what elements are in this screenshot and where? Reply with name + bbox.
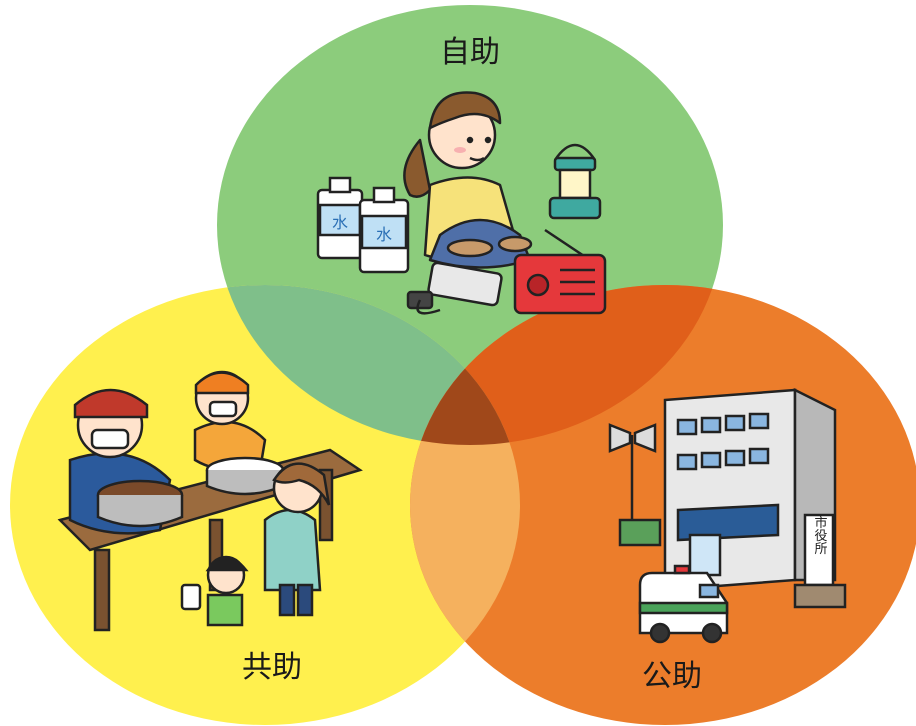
water-bottle-label-1: 水 [332, 213, 348, 232]
loudspeaker-pole [608, 423, 657, 525]
lantern-illustration [548, 143, 602, 220]
label-self-help: 自助 [440, 35, 500, 70]
overlap-self-mutual [217, 285, 520, 445]
ambulance-illustration [638, 564, 729, 644]
water-bottle-1: 水 [316, 176, 364, 260]
radio-illustration [513, 228, 607, 315]
cooking-pot [96, 479, 184, 528]
smartphone-illustration [406, 261, 503, 315]
water-bottle-label-2: 水 [376, 225, 392, 244]
label-mutual-help: 共助 [242, 650, 302, 685]
woman-serving [263, 462, 331, 617]
overlap-self-public [410, 285, 723, 445]
rice-pot [205, 456, 285, 496]
water-bottle-2: 水 [358, 186, 410, 274]
city-hall-sign-label: 市役所 [812, 515, 828, 555]
child-with-cup [180, 555, 249, 627]
woman-sitting-illustration [403, 91, 533, 269]
label-public-help: 公助 [642, 659, 702, 694]
city-hall-sign: 市役所 [793, 513, 847, 609]
